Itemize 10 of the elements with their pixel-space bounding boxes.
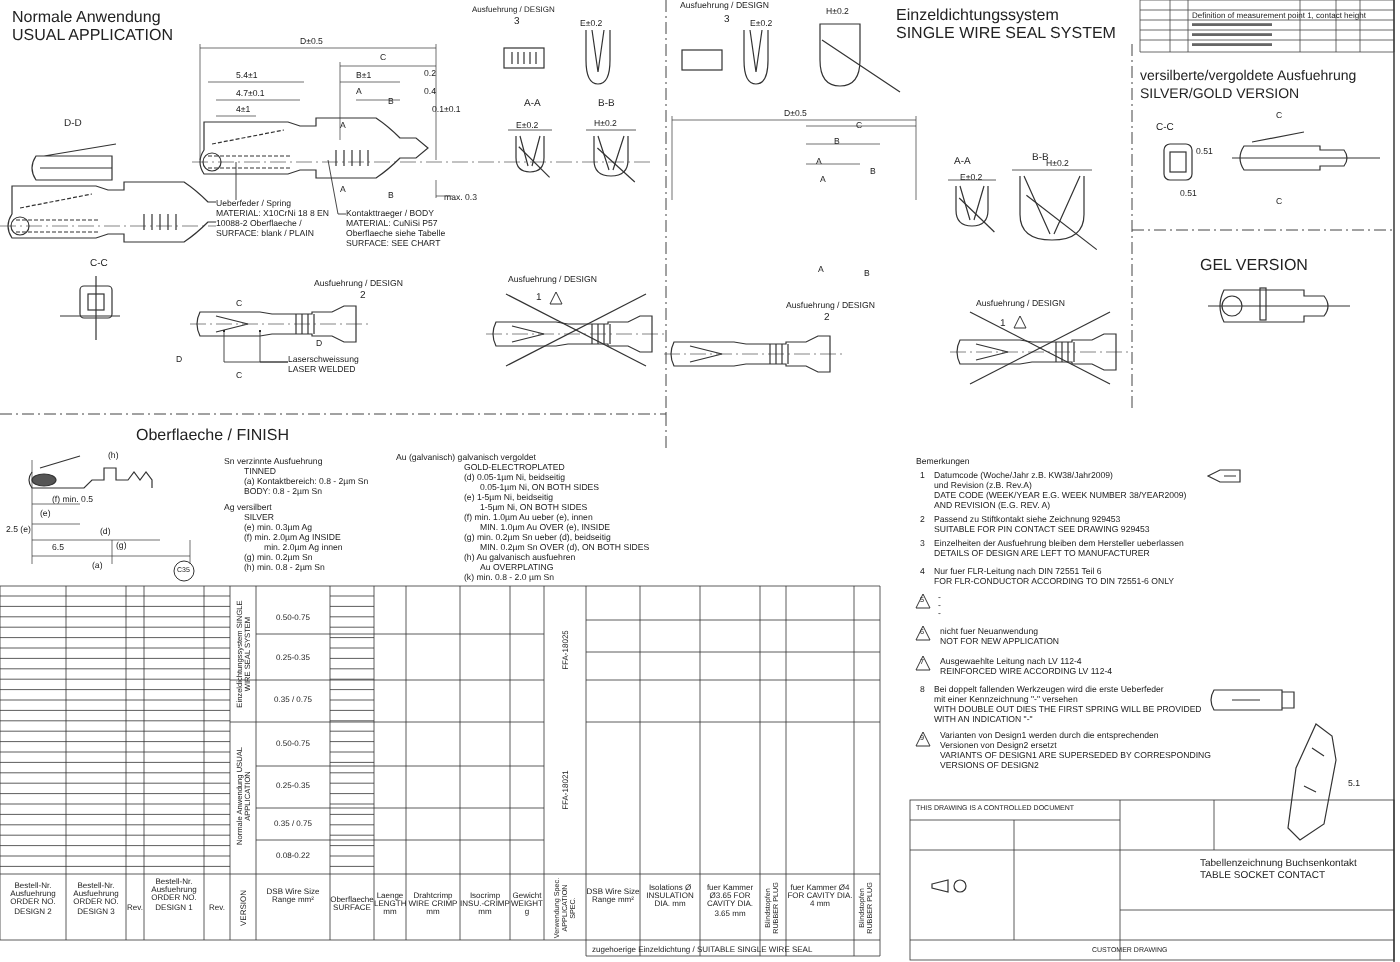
section-heading: GEL VERSION	[1200, 258, 1308, 275]
terminal-side-view-drawing	[191, 117, 655, 179]
leader-line	[235, 161, 237, 201]
terminal-top-view-drawing	[189, 305, 371, 343]
leader-line	[327, 159, 347, 215]
section-heading: Oberflaeche / FINISH	[136, 428, 289, 445]
section-heading: SINGLE WIRE SEAL SYSTEM	[896, 26, 1116, 43]
section-heading: Einzeldichtungssystem	[896, 8, 1059, 25]
section-heading: Normale Anwendung	[12, 10, 161, 27]
section-heading: USUAL APPLICATION	[12, 28, 173, 45]
